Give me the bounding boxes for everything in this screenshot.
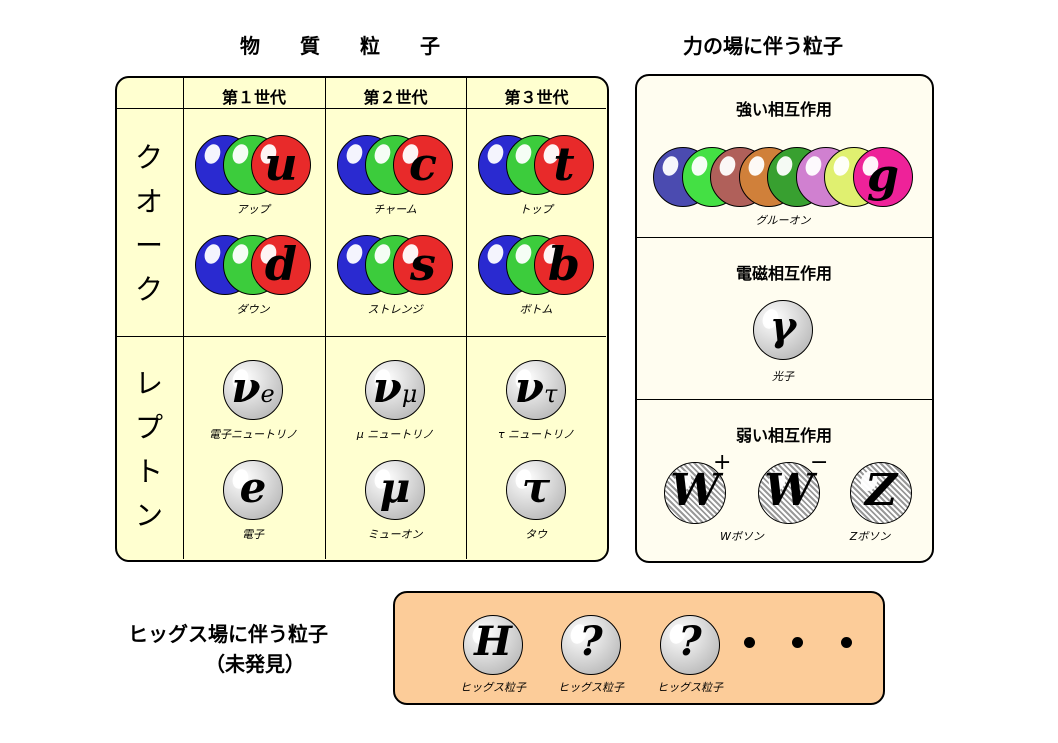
divider [116,336,606,337]
z-boson-label: Zボソン [849,530,891,543]
ellipsis-dot [841,637,852,648]
w-minus-symbol: W [764,465,814,516]
higgs-label: ヒッグス粒子 [657,681,723,694]
lepton-ball [365,460,425,520]
quark-label: ボトム [519,303,553,316]
lepton-label: 電子ニュートリノ [209,428,297,441]
quark-row-label: ク オ ー ク [134,141,163,306]
lepton-subscript: e [260,380,275,408]
lepton-subscript: τ [543,380,558,408]
ellipsis-dot [792,637,803,648]
higgs-symbol: ? [579,618,603,665]
lepton-ball [365,360,425,420]
quark-symbol: b [547,237,581,291]
lepton-symbol-main: ν [231,363,261,412]
higgs-ball [463,615,523,675]
generation-1-header: 第１世代 [221,88,286,107]
minus-charge: − [810,450,829,475]
lepton-symbol: νμ [365,363,425,412]
red-color-ball [393,135,453,195]
photon-label: 光子 [772,370,794,383]
red-color-ball [534,135,594,195]
divider [325,77,326,559]
lepton-ball [506,460,566,520]
higgs-symbol: H [474,618,512,665]
w-plus-ball [664,462,726,524]
quark-label: アップ [236,203,270,216]
ellipsis-dot [744,637,755,648]
divider [636,399,932,400]
lepton-label: タウ [525,528,547,541]
quark-symbol: c [408,137,437,191]
lepton-label: τ ニュートリノ [497,428,575,441]
gluon-symbol: g [866,148,900,202]
quark-label: ストレンジ [367,303,423,316]
quark-symbol: t [553,137,575,191]
lepton-ball [223,460,283,520]
quark-label: ダウン [236,303,270,316]
lepton-symbol-main: μ [379,463,411,512]
w-boson-label: Wボソン [720,530,764,543]
gluon-ball [852,147,913,207]
weak-title: 弱い相互作用 [735,426,832,445]
lepton-symbol-main: ν [514,363,544,412]
generation-2-header: 第２世代 [363,88,428,107]
lepton-symbol: νe [223,363,283,412]
lepton-symbol-main: e [239,463,267,512]
divider [636,237,932,238]
quark-label: チャーム [373,203,417,216]
lepton-symbol: τ [506,463,566,512]
red-color-ball [251,135,311,195]
red-color-ball [393,235,453,295]
lepton-row-label: レ プ ト ン [134,367,163,532]
lepton-symbol-main: τ [521,463,551,512]
lepton-symbol: e [223,463,283,512]
lepton-symbol: μ [365,463,425,512]
quark-symbol: s [410,237,436,291]
divider [183,77,184,559]
lepton-ball [506,360,566,420]
higgs-title: ヒッグス場に伴う粒子 [128,622,328,646]
em-title: 電磁相互作用 [735,264,832,283]
divider [466,77,467,559]
gluon-label: グルーオン [755,214,811,227]
higgs-label: ヒッグス粒子 [460,681,526,694]
lepton-label: 電子 [242,528,264,541]
lepton-ball [223,360,283,420]
higgs-ball [561,615,621,675]
quark-symbol: d [264,237,298,291]
plus-charge: + [713,450,732,475]
photon-ball [753,300,813,360]
quark-symbol: u [264,137,298,191]
lepton-subscript: μ [401,380,418,408]
lepton-symbol-main: ν [372,363,402,412]
higgs-ball [660,615,720,675]
higgs-subtitle: （未発見） [205,652,305,676]
matter-title: 物 質 粒 子 [240,34,440,58]
lepton-label: ミューオン [367,528,423,541]
w-plus-symbol: W [670,465,720,516]
higgs-symbol: ? [678,618,702,665]
higgs-label: ヒッグス粒子 [558,681,624,694]
generation-3-header: 第３世代 [504,88,569,107]
force-title: 力の場に伴う粒子 [683,34,843,58]
strong-title: 強い相互作用 [735,100,832,119]
lepton-label: μ ニュートリノ [356,428,434,441]
red-color-ball [534,235,594,295]
red-color-ball [251,235,311,295]
lepton-symbol: ντ [506,363,566,412]
w-minus-ball [758,462,820,524]
photon-symbol: γ [769,303,797,350]
z-symbol: Z [864,465,898,516]
divider [116,108,606,109]
z-ball [850,462,912,524]
quark-label: トップ [519,203,553,216]
